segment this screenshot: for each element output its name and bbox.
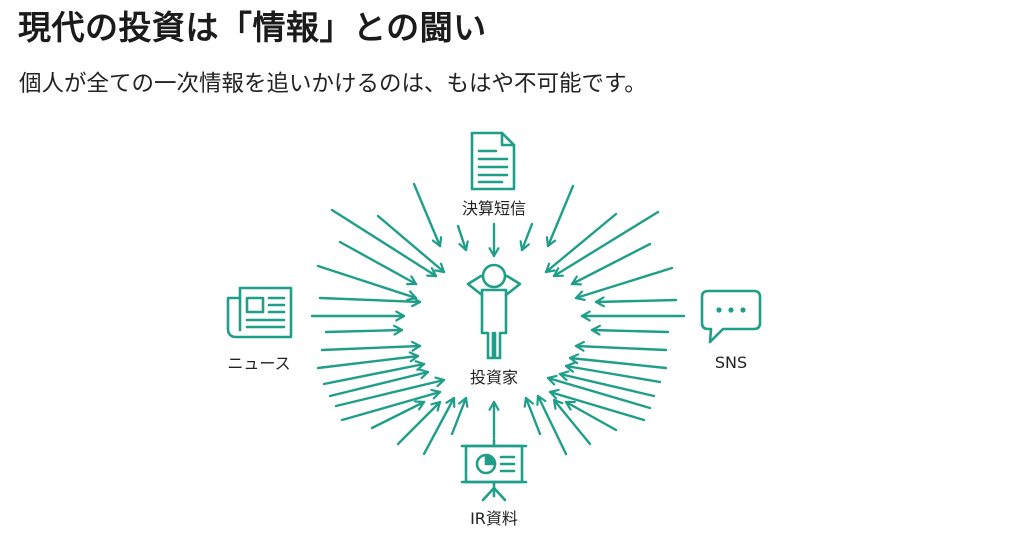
incoming-arrow xyxy=(574,266,674,302)
incoming-arrow xyxy=(340,388,442,422)
incoming-arrow xyxy=(564,361,662,384)
incoming-arrow xyxy=(322,360,426,386)
incoming-arrow xyxy=(544,212,618,274)
incoming-arrow xyxy=(456,224,469,252)
incoming-arrow xyxy=(324,324,404,336)
incoming-arrow xyxy=(318,296,422,308)
incoming-arrow xyxy=(320,340,422,352)
chat-bubble-icon xyxy=(700,289,762,344)
incoming-arrow xyxy=(570,242,652,286)
incoming-arrow xyxy=(568,353,668,370)
incoming-arrow xyxy=(338,240,418,286)
incoming-arrow xyxy=(594,296,678,308)
presentation-board-icon xyxy=(460,438,528,502)
incoming-arrow xyxy=(552,398,592,446)
incoming-arrow xyxy=(376,214,446,274)
incoming-arrow xyxy=(396,400,442,446)
incoming-arrow xyxy=(334,376,446,408)
investor-stressed-icon xyxy=(466,263,522,360)
incoming-arrow xyxy=(422,396,456,456)
page-subtitle: 個人が全ての一次情報を追いかけるのは、もはや不可能です。 xyxy=(19,71,647,97)
incoming-arrow xyxy=(552,210,660,278)
incoming-arrow xyxy=(316,264,418,301)
incoming-arrow xyxy=(328,368,430,398)
incoming-arrow xyxy=(412,182,443,248)
incoming-arrow xyxy=(370,400,426,430)
incoming-arrow xyxy=(564,400,618,432)
incoming-arrow xyxy=(545,184,575,248)
incoming-arrow xyxy=(574,340,668,352)
incoming-arrow xyxy=(450,396,469,436)
arrows-group xyxy=(310,182,686,456)
page-title: 現代の投資は「情報」との闘い xyxy=(18,8,487,47)
incoming-arrow xyxy=(316,351,420,370)
source-label-bottom: IR資料 xyxy=(470,509,518,528)
incoming-arrow xyxy=(523,396,542,436)
source-label-top: 決算短信 xyxy=(462,199,526,218)
center-label: 投資家 xyxy=(470,368,518,387)
incoming-arrow xyxy=(519,222,534,252)
newspaper-icon xyxy=(226,286,293,339)
source-label-right: SNS xyxy=(715,353,747,372)
incoming-arrow xyxy=(536,394,568,456)
incoming-arrow xyxy=(558,370,656,398)
incoming-arrow xyxy=(590,324,670,336)
source-label-left: ニュース xyxy=(227,354,290,373)
incoming-arrow xyxy=(546,374,652,410)
incoming-arrow xyxy=(330,208,438,278)
document-icon xyxy=(470,131,516,191)
incoming-arrow xyxy=(548,388,646,422)
